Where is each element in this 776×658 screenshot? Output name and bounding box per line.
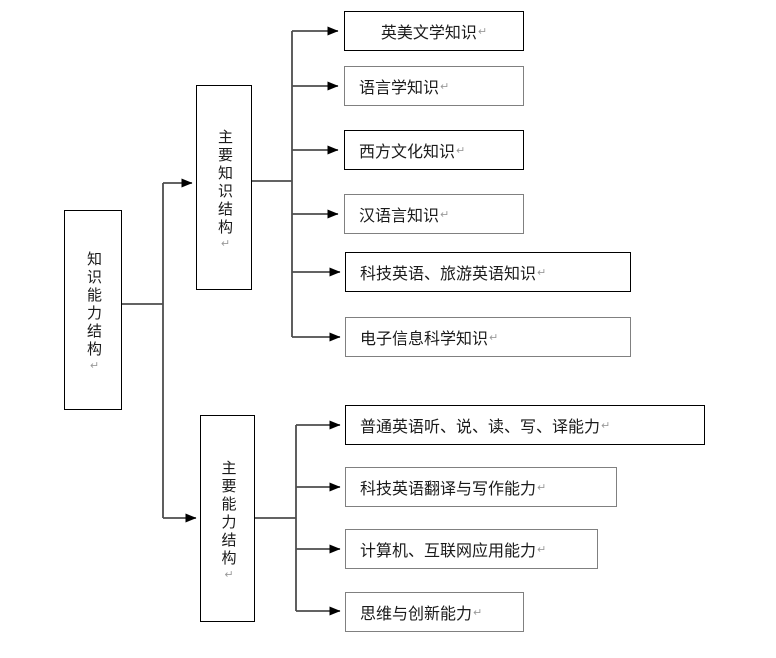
pilcrow-mark: ↵ (473, 605, 483, 619)
node-ability-item-3[interactable]: 计算机、互联网应用能力↵ (345, 529, 598, 569)
node-ability-item-4[interactable]: 思维与创新能力↵ (345, 592, 524, 632)
node-knowledge-item-1[interactable]: 英美文学知识↵ (344, 11, 524, 51)
node-knowledge-item-2-label: 语言学知识 (359, 78, 440, 97)
node-branch-knowledge-label: 主要知识结构↵ (215, 128, 234, 253)
pilcrow-mark: ↵ (537, 480, 547, 494)
node-knowledge-item-3[interactable]: 西方文化知识↵ (344, 130, 524, 170)
node-knowledge-item-3-label: 西方文化知识 (359, 142, 456, 161)
node-knowledge-item-4[interactable]: 汉语言知识↵ (344, 194, 524, 234)
pilcrow-mark: ↵ (87, 359, 101, 375)
pilcrow-mark: ↵ (477, 24, 488, 38)
node-knowledge-item-4-label: 汉语言知识 (359, 206, 440, 225)
pilcrow-mark: ↵ (456, 143, 466, 157)
node-branch-ability-label: 主要能力结构↵ (219, 459, 238, 584)
node-knowledge-item-5[interactable]: 科技英语、旅游英语知识↵ (345, 252, 631, 292)
pilcrow-mark: ↵ (440, 207, 450, 221)
node-branch-knowledge[interactable]: 主要知识结构↵ (196, 85, 252, 290)
node-knowledge-item-6[interactable]: 电子信息科学知识↵ (345, 317, 631, 357)
node-knowledge-item-6-label: 电子信息科学知识 (360, 329, 489, 348)
node-ability-item-1[interactable]: 普通英语听、说、读、写、译能力↵ (345, 405, 705, 445)
pilcrow-mark: ↵ (218, 236, 232, 253)
node-ability-item-1-label: 普通英语听、说、读、写、译能力 (360, 417, 601, 436)
pilcrow-mark: ↵ (489, 330, 499, 344)
pilcrow-mark: ↵ (222, 567, 236, 584)
pilcrow-mark: ↵ (537, 265, 547, 279)
node-ability-item-2[interactable]: 科技英语翻译与写作能力↵ (345, 467, 617, 507)
node-root-label: 知识能力结构↵ (84, 251, 103, 375)
pilcrow-mark: ↵ (601, 418, 611, 432)
node-ability-item-4-label: 思维与创新能力 (360, 604, 473, 623)
node-branch-ability[interactable]: 主要能力结构↵ (200, 415, 255, 622)
node-root[interactable]: 知识能力结构↵ (64, 210, 122, 410)
node-ability-item-3-label: 计算机、互联网应用能力 (360, 541, 537, 560)
node-knowledge-item-1-label: 英美文学知识 (380, 23, 477, 42)
node-ability-item-2-label: 科技英语翻译与写作能力 (360, 479, 537, 498)
node-knowledge-item-5-label: 科技英语、旅游英语知识 (360, 264, 537, 283)
pilcrow-mark: ↵ (537, 542, 547, 556)
node-knowledge-item-2[interactable]: 语言学知识↵ (344, 66, 524, 106)
pilcrow-mark: ↵ (440, 79, 450, 93)
